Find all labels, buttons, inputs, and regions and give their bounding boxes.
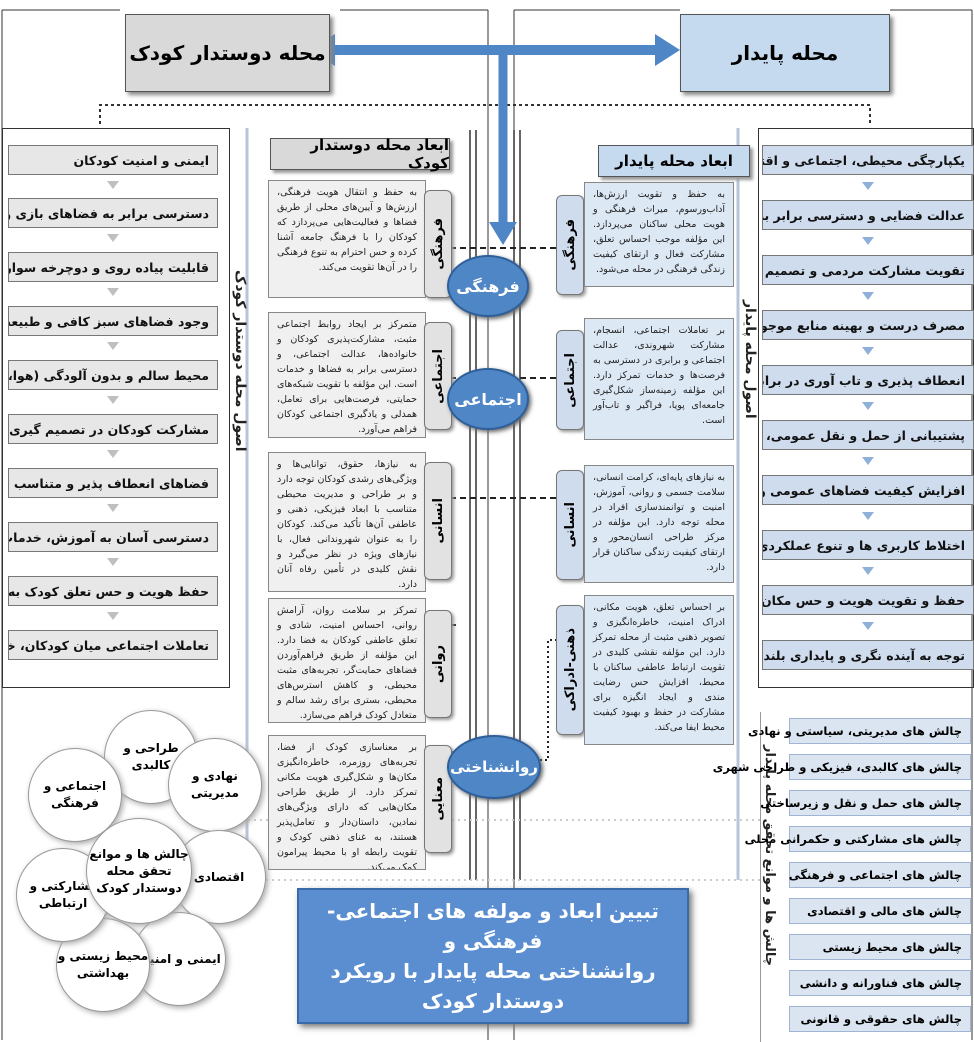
ellipse-cultural: فرهنگی [447, 255, 529, 317]
challenges-label: چالش ها و موانع تحقق محله پایدار [762, 745, 777, 967]
flower-petal: اجتماعی و فرهنگی [28, 748, 122, 842]
down-arrow-icon [862, 567, 874, 575]
child-principle-item: وجود فضاهای سبز کافی و طبیعت محور [8, 306, 218, 336]
main-title-line1: تبیین ابعاد و مولفه های اجتماعی-فرهنگی و [327, 899, 659, 953]
child-principle-item: محیط سالم و بدون آلودگی (هوا، صدا، بصری) [8, 360, 218, 390]
sustain-dim-tag: اجتماعی [556, 330, 584, 430]
down-arrow-icon [862, 292, 874, 300]
down-arrow-icon [107, 342, 119, 350]
down-arrow-icon [107, 396, 119, 404]
ellipse-social: اجتماعی [447, 368, 529, 430]
down-arrow-icon [107, 558, 119, 566]
child-principle-item: فضاهای انعطاف پذیر و متناسب با سنین مختل… [8, 468, 218, 498]
child-principle-item: ایمنی و امنیت کودکان [8, 145, 218, 175]
down-arrow-icon [107, 504, 119, 512]
challenges-panel [760, 712, 972, 1042]
child-dim-tag-label: روانی [430, 644, 446, 684]
child-principle-item: قابلیت پیاده روی و دوچرخه سواری ایمن برا… [8, 252, 218, 282]
challenge-item: چالش های مشارکتی و حکمرانی محلی [745, 826, 971, 852]
sustain-dim-description: بر تعاملات اجتماعی، انسجام، مشارکت شهرون… [584, 318, 734, 440]
down-arrow-icon [862, 512, 874, 520]
challenge-item: چالش های مدیریتی، سیاستی و نهادی [748, 718, 971, 744]
child-dim-tag-label: اجتماعی [430, 348, 446, 404]
sustainable-principle-item: توجه به آینده نگری و پایداری بلند مدت [762, 640, 974, 670]
sustain-dim-tag-label: اجتماعی [562, 352, 578, 408]
down-arrow-icon [107, 450, 119, 458]
down-arrow-icon [107, 612, 119, 620]
child-dim-description: بر معناسازی کودک از فضا، تجربه‌های روزمر… [268, 735, 426, 870]
down-arrow-icon [862, 347, 874, 355]
child-principles-panel [2, 128, 230, 688]
child-principle-item: تعاملات اجتماعی میان کودکان، خانواده ها … [8, 630, 218, 660]
diagram-main-title: تبیین ابعاد و مولفه های اجتماعی-فرهنگی و… [297, 888, 689, 1024]
challenge-item: چالش های حمل و نقل و زیرساختی [760, 790, 971, 816]
sustainable-principle-item: انعطاف پذیری و تاب آوری در برابر تغییرات… [762, 365, 974, 395]
challenge-item: چالش های فناورانه و دانشی [789, 970, 971, 996]
sustainable-title: محله پایدار [680, 14, 890, 92]
child-principles-label: اصول محله دوستدار کودک [232, 270, 248, 452]
child-dim-tag: روانی [424, 610, 452, 718]
child-dim-tag-label: انسانی [430, 498, 446, 544]
child-principle-item: حفظ هویت و حس تعلق کودک به محله [8, 576, 218, 606]
sustainable-principle-item: افزایش کیفیت فضاهای عمومی و فضاهای باز [762, 475, 974, 505]
sustain-dim-description: به حفظ و تقویت ارزش‌ها، آداب‌ورسوم، میرا… [584, 182, 734, 287]
sustain-dim-tag: ذهنی-ادراکی [556, 605, 584, 735]
down-arrow-icon [107, 288, 119, 296]
child-dim-description: به حفظ و انتقال هویت فرهنگی، ارزش‌ها و آ… [268, 180, 426, 298]
down-arrow-icon [862, 457, 874, 465]
child-principle-item: مشارکت کودکان در تصمیم گیری های محله ای [8, 414, 218, 444]
sustain-dim-tag-label: ذهنی-ادراکی [562, 628, 578, 712]
child-principle-item: دسترسی برابر به فضاهای بازی و تفریح [8, 198, 218, 228]
sustainable-principle-item: تقویت مشارکت مردمی و تصمیم گیری محلی [762, 255, 974, 285]
sustain-dim-tag-label: انسانی [562, 502, 578, 548]
down-arrow-icon [862, 622, 874, 630]
down-arrow-icon [862, 402, 874, 410]
sustainable-principle-item: پشتیبانی از حمل و نقل عمومی، پیاده و دوچ… [762, 420, 974, 450]
challenge-item: چالش های محیط زیستی [789, 934, 971, 960]
down-arrow-icon [862, 237, 874, 245]
down-arrow-icon [107, 181, 119, 189]
sustainable-principle-item: یکپارچگی محیطی، اجتماعی و اقتصادی [762, 145, 974, 175]
child-dim-tag-label: معنایی [430, 777, 446, 821]
sustain-dim-description: به نیازهای پایه‌ای، کرامت انسانی، سلامت … [584, 465, 734, 583]
sustainable-principle-item: عدالت فضایی و دسترسی برابر به خدمات [762, 200, 974, 230]
sustainable-principle-item: مصرف درست و بهینه منابع موجود و انواع ان… [762, 310, 974, 340]
child-dims-title: ابعاد محله دوستدار کودک [270, 136, 450, 172]
sustainable-principle-item: حفظ و تقویت هویت و حس مکان [762, 585, 974, 615]
flower-petal: نهادی و مدیریتی [168, 738, 262, 832]
child-dim-tag: اجتماعی [424, 322, 452, 430]
ellipse-psychological: روانشناختی [447, 735, 541, 799]
sustainable-principle-item: اختلاط کاربری ها و تنوع عملکردی [762, 530, 974, 560]
down-arrow-icon [107, 234, 119, 242]
challenge-item: چالش های مالی و اقتصادی [789, 898, 971, 924]
child-friendly-title: محله دوستدار کودک [125, 14, 330, 92]
main-title-line2: روانشناختی محله پایدار با رویکرد دوستدار… [330, 959, 656, 1013]
challenge-item: چالش های کالبدی، فیزیکی و طراحی شهری [713, 754, 971, 780]
sustain-dim-tag: فرهنگی [556, 195, 584, 295]
sustainable-principles-label: اصول محله پایدار [742, 300, 758, 419]
sustain-dims-title: ابعاد محله پایدار [598, 145, 750, 177]
down-arrow-icon [862, 182, 874, 190]
child-dim-description: به نیازها، حقوق، توانایی‌ها و ویژگی‌های … [268, 452, 426, 592]
challenge-item: چالش های حقوقی و قانونی [789, 1006, 971, 1032]
child-dim-tag: انسانی [424, 462, 452, 580]
flower-center: چالش ها و موانع تحقق محله دوستدار کودک [86, 818, 192, 924]
child-principle-item: دسترسی آسان به آموزش، خدمات بهداشتی و فر… [8, 522, 218, 552]
child-dim-description: متمرکز بر ایجاد روابط اجتماعی مثبت، مشار… [268, 312, 426, 438]
sustain-dim-description: بر احساس تعلق، هویت مکانی، ادراک امنیت، … [584, 595, 734, 745]
sustain-dim-tag: انسانی [556, 470, 584, 580]
sustain-dim-tag-label: فرهنگی [562, 219, 578, 271]
child-dim-tag-label: فرهنگی [430, 218, 446, 270]
challenge-item: چالش های اجتماعی و فرهنگی [789, 862, 971, 888]
child-dim-description: تمرکز بر سلامت روان، آرامش روانی، احساس … [268, 598, 426, 723]
